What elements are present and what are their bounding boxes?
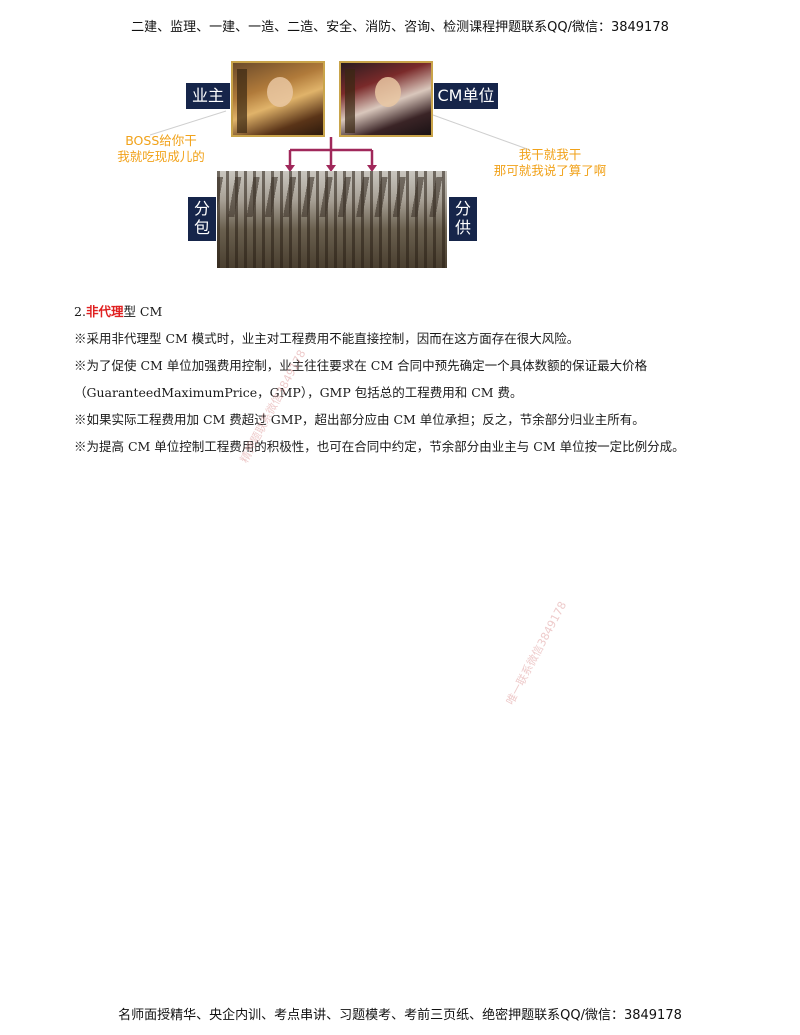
paragraph-line: ※采用非代理型 CM 模式时，业主对工程费用不能直接控制，因而在这方面存在很大风…: [74, 331, 580, 346]
owner-portrait: [231, 61, 325, 137]
connector-arrows: [149, 110, 531, 172]
army-image: [217, 171, 447, 268]
cm-speech: 我干就我干 那可就我说了算了啊: [480, 147, 620, 178]
page-header: 二建、监理、一建、一造、二造、安全、消防、咨询、检测课程押题联系QQ/微信：38…: [131, 20, 669, 35]
paragraph-line: （GuaranteedMaximumPrice，GMP），GMP 包括总的工程费…: [74, 385, 523, 400]
cm-relationship-diagram: 业主 CM单位 BOSS给你干 我就吃现成儿的 我干就我干 那可就我说了算了啊 …: [0, 55, 800, 275]
supply-label: 分 供: [449, 197, 477, 241]
subcontract-label: 分 包: [188, 197, 216, 241]
cm-speech-text: 我干就我干 那可就我说了算了啊: [493, 147, 607, 178]
watermark: 唯一联系微信3849178: [503, 599, 570, 708]
heading-number: 2.: [74, 304, 86, 319]
owner-speech-text: BOSS给你干 我就吃现成儿的: [117, 133, 205, 164]
owner-speech: BOSS给你干 我就吃现成儿的: [96, 133, 226, 164]
paragraph-line: ※如果实际工程费用加 CM 费超过 GMP，超出部分应由 CM 单位承担；反之，…: [74, 412, 645, 427]
heading-highlight: 非代理: [85, 304, 124, 319]
section-heading: 2.非代理型 CM: [74, 298, 734, 325]
page-footer: 名师面授精华、央企内训、考点串讲、习题模考、考前三页纸、绝密押题联系QQ/微信：…: [118, 1008, 682, 1023]
heading-rest: 型 CM: [123, 304, 163, 319]
paragraph-line: ※为了促使 CM 单位加强费用控制，业主往往要求在 CM 合同中预先确定一个具体…: [74, 358, 648, 373]
main-content: 2.非代理型 CM ※采用非代理型 CM 模式时，业主对工程费用不能直接控制，因…: [74, 298, 734, 460]
paragraph-line: ※为提高 CM 单位控制工程费用的积极性，也可在合同中约定，节余部分由业主与 C…: [74, 439, 685, 454]
cm-portrait: [339, 61, 433, 137]
cm-label: CM单位: [434, 83, 498, 109]
owner-label: 业主: [186, 83, 230, 109]
